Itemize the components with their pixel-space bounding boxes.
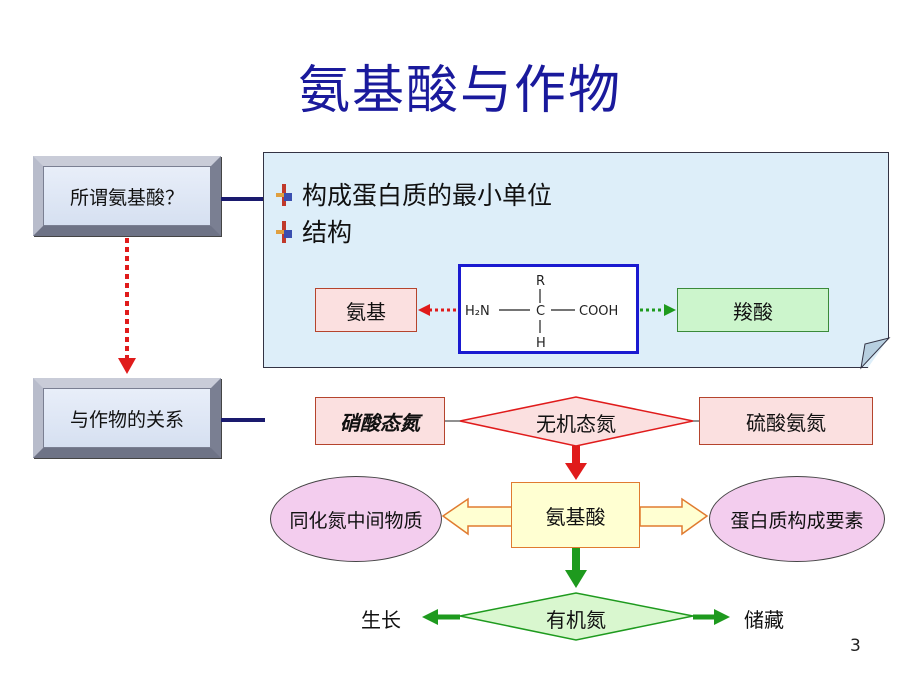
growth-label: 生长 [361,608,401,632]
protein-component-ellipse: 蛋白质构成要素 [709,476,885,562]
green-arrowhead-left [422,609,438,625]
ammonium-sulfate-box: 硫酸氨氮 [699,397,873,445]
formula-h2n: H₂N [465,304,490,319]
hollow-arrow-right [639,497,709,536]
amino-group-box: 氨基 [315,288,417,332]
hollow-arrow-left [441,497,513,536]
page-fold-corner [860,337,891,370]
formula-c: C [536,304,545,319]
dotted-arrowhead-amino [418,304,430,316]
organic-nitrogen-label: 有机氮 [546,608,606,632]
amino-acid-center-box: 氨基酸 [511,482,640,548]
carboxyl-group-box: 羧酸 [677,288,829,332]
bullet-text-2: 结构 [302,218,353,247]
carboxyl-group-label: 羧酸 [733,299,773,324]
amino-acid-formula: R H₂N C COOH H [458,264,639,354]
dotted-arrowhead-carboxyl [664,304,676,316]
connector-line-2 [221,418,265,422]
dotted-red-arrowhead [118,358,136,374]
question-label-relation: 与作物的关系 [69,408,184,431]
bullet-row-2: 结构 [276,213,352,249]
assimilation-intermediate-ellipse: 同化氮中间物质 [270,476,442,562]
ammonium-sulfate-label: 硫酸氨氮 [746,410,826,435]
red-arrowhead [565,463,587,480]
question-box-amino-acid: 所谓氨基酸？ [33,156,221,236]
green-arrow-shaft [572,548,580,572]
inorganic-nitrogen-label: 无机态氮 [536,412,616,436]
connector-line-1 [221,197,265,201]
protein-component-label: 蛋白质构成要素 [730,509,864,532]
slide-title: 氨基酸与作物 [297,61,622,121]
bullet-text-1: 构成蛋白质的最小单位 [302,181,553,210]
green-arrowhead [565,570,587,588]
red-arrow-shaft [572,446,580,464]
green-arrowhead-right [714,609,730,625]
amino-group-label: 氨基 [346,299,386,324]
page-number: 3 [850,636,861,656]
formula-r: R [536,274,545,289]
question-box-relation: 与作物的关系 [33,378,221,458]
nitrate-nitrogen-box: 硝酸态氮 [315,397,445,445]
bullet-icon [276,220,292,243]
amino-acid-center-label: 氨基酸 [545,504,606,529]
nitrate-nitrogen-label: 硝酸态氮 [340,410,420,435]
question-label-amino-acid: 所谓氨基酸？ [69,186,184,209]
bullet-icon [276,183,292,206]
bullet-row-1: 构成蛋白质的最小单位 [276,176,552,212]
formula-h: H [536,336,546,351]
formula-cooh: COOH [579,304,618,319]
assimilation-intermediate-label: 同化氮中间物质 [289,509,423,532]
storage-label: 储藏 [744,608,784,632]
